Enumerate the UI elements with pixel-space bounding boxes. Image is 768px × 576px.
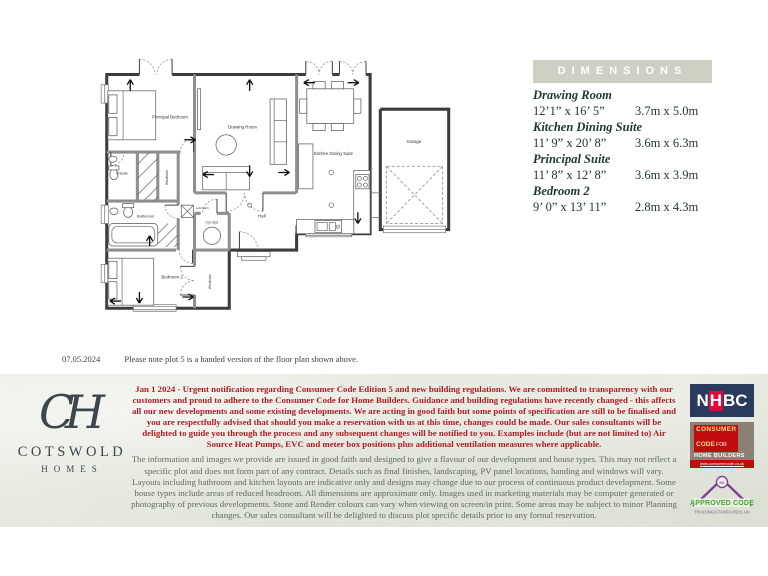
consumer-code-box: CONSUMER CODE FOR: [694, 425, 739, 452]
approved-code-text: APPROVED CODE: [690, 500, 754, 507]
trading-standards-text: TRADINGSTANDARDS.UK: [694, 510, 751, 515]
tsi-mark: tsi: [719, 480, 724, 485]
room-metric: 3.7m x 5.0m: [635, 104, 699, 118]
room-label-principal-bedroom: Principal Bedroom: [152, 114, 188, 119]
garage-walls: [378, 107, 451, 232]
room-label-wardrobe-2: Wardrobe: [208, 274, 212, 289]
consumer-code-url: www.consumercode.co.uk: [690, 460, 754, 468]
dimension-row: Principal Suite 11’ 8” x 12’ 8” 3.6m x 3…: [533, 151, 712, 183]
ch-monogram-icon: CH: [38, 385, 105, 439]
room-name: Principal Suite: [533, 152, 611, 166]
note-text: Please note plot 5 is a handed version o…: [124, 354, 359, 364]
plan-arrows: [109, 79, 362, 305]
dimension-row: Bedroom 2 9’ 0” x 13’ 11” 2.8m x 4.3m: [533, 183, 712, 215]
room-name: Kitchen Dining Suite: [533, 120, 643, 134]
approved-code-logo: tsi APPROVED CODE TRADINGSTANDARDS.UK: [690, 474, 754, 518]
room-label-hall: Hall: [258, 213, 266, 218]
nhbc-letter: N: [696, 390, 709, 410]
room-label-loft-hatch: Loft hatch: [196, 206, 209, 210]
room-label-bathroom: Bathroom: [137, 213, 155, 218]
nhbc-letter-h: H: [708, 390, 723, 411]
room-imperial: 12’1” x 16’ 5”: [533, 104, 605, 118]
approved-code-graphic: tsi APPROVED CODE TRADINGSTANDARDS.UK: [690, 475, 754, 515]
nhbc-letters: BC: [723, 390, 748, 410]
consumer-code-line3: HOME BUILDERS: [694, 453, 745, 459]
dimensions-list: Drawing Room 12’1” x 16’ 5” 3.7m x 5.0m …: [533, 87, 712, 215]
room-name: Bedroom 2: [533, 184, 590, 198]
consumer-code-line2: CODE: [696, 441, 715, 448]
consumer-code-for: FOR: [714, 442, 727, 448]
dimension-row: Drawing Room 12’1” x 16’ 5” 3.7m x 5.0m: [533, 87, 712, 119]
dimension-row: Kitchen Dining Suite 11’ 9” x 20’ 8” 3.6…: [533, 119, 712, 151]
room-imperial: 11’ 8” x 12’ 8”: [533, 168, 607, 182]
disclaimer-text: The information and images we provide ar…: [131, 454, 677, 520]
window-markers: [100, 84, 446, 312]
room-label-ensuite: Ensuite: [116, 172, 128, 176]
footer-notices: Jan 1 2024 - Urgent notification regardi…: [130, 384, 678, 521]
room-imperial: 9’ 0” x 13’ 11”: [533, 200, 607, 214]
room-metric: 3.6m x 3.9m: [635, 168, 699, 182]
brand-name: COTSWOLD: [17, 444, 127, 460]
room-label-kitchen-dining-suite: Kitchen Dining Suite: [314, 151, 354, 156]
room-label-garage: Garage: [407, 139, 422, 144]
room-label-wardrobe-1: Wardrobe: [165, 170, 169, 185]
room-name: Drawing Room: [533, 88, 612, 102]
consumer-code-logo: CONSUMER CODE FOR HOME BUILDERS www.cons…: [690, 422, 754, 468]
consumer-code-line1: CONSUMER: [696, 426, 737, 433]
room-label-cyl-cpd: Cyl Cpd: [206, 221, 219, 225]
room-imperial: 11’ 9” x 20’ 8”: [533, 136, 607, 150]
room-label-drawing-room: Drawing Room: [228, 125, 257, 130]
dimensions-panel: DIMENSIONS Drawing Room 12’1” x 16’ 5” 3…: [533, 60, 712, 215]
brand-sub: HOMES: [41, 464, 103, 474]
room-metric: 3.6m x 6.3m: [635, 136, 699, 150]
room-label-bedroom-2: Bedroom 2: [161, 275, 183, 280]
footer-banner: CH COTSWOLD HOMES Jan 1 2024 - Urgent no…: [0, 374, 768, 527]
cotswold-homes-logo: CH COTSWOLD HOMES: [14, 386, 130, 474]
room-metric: 2.8m x 4.3m: [635, 200, 699, 214]
plan-note: 07.05.2024 Please note plot 5 is a hande…: [62, 354, 358, 364]
furniture: [107, 81, 444, 306]
floor-plan: Principal Bedroom Drawing Room Kitchen D…: [100, 58, 451, 312]
date-label: 07.05.2024: [62, 354, 101, 364]
garage-link: [370, 192, 381, 218]
dimensions-title: DIMENSIONS: [533, 60, 712, 83]
urgent-notice: Jan 1 2024 - Urgent notification regardi…: [131, 384, 677, 450]
